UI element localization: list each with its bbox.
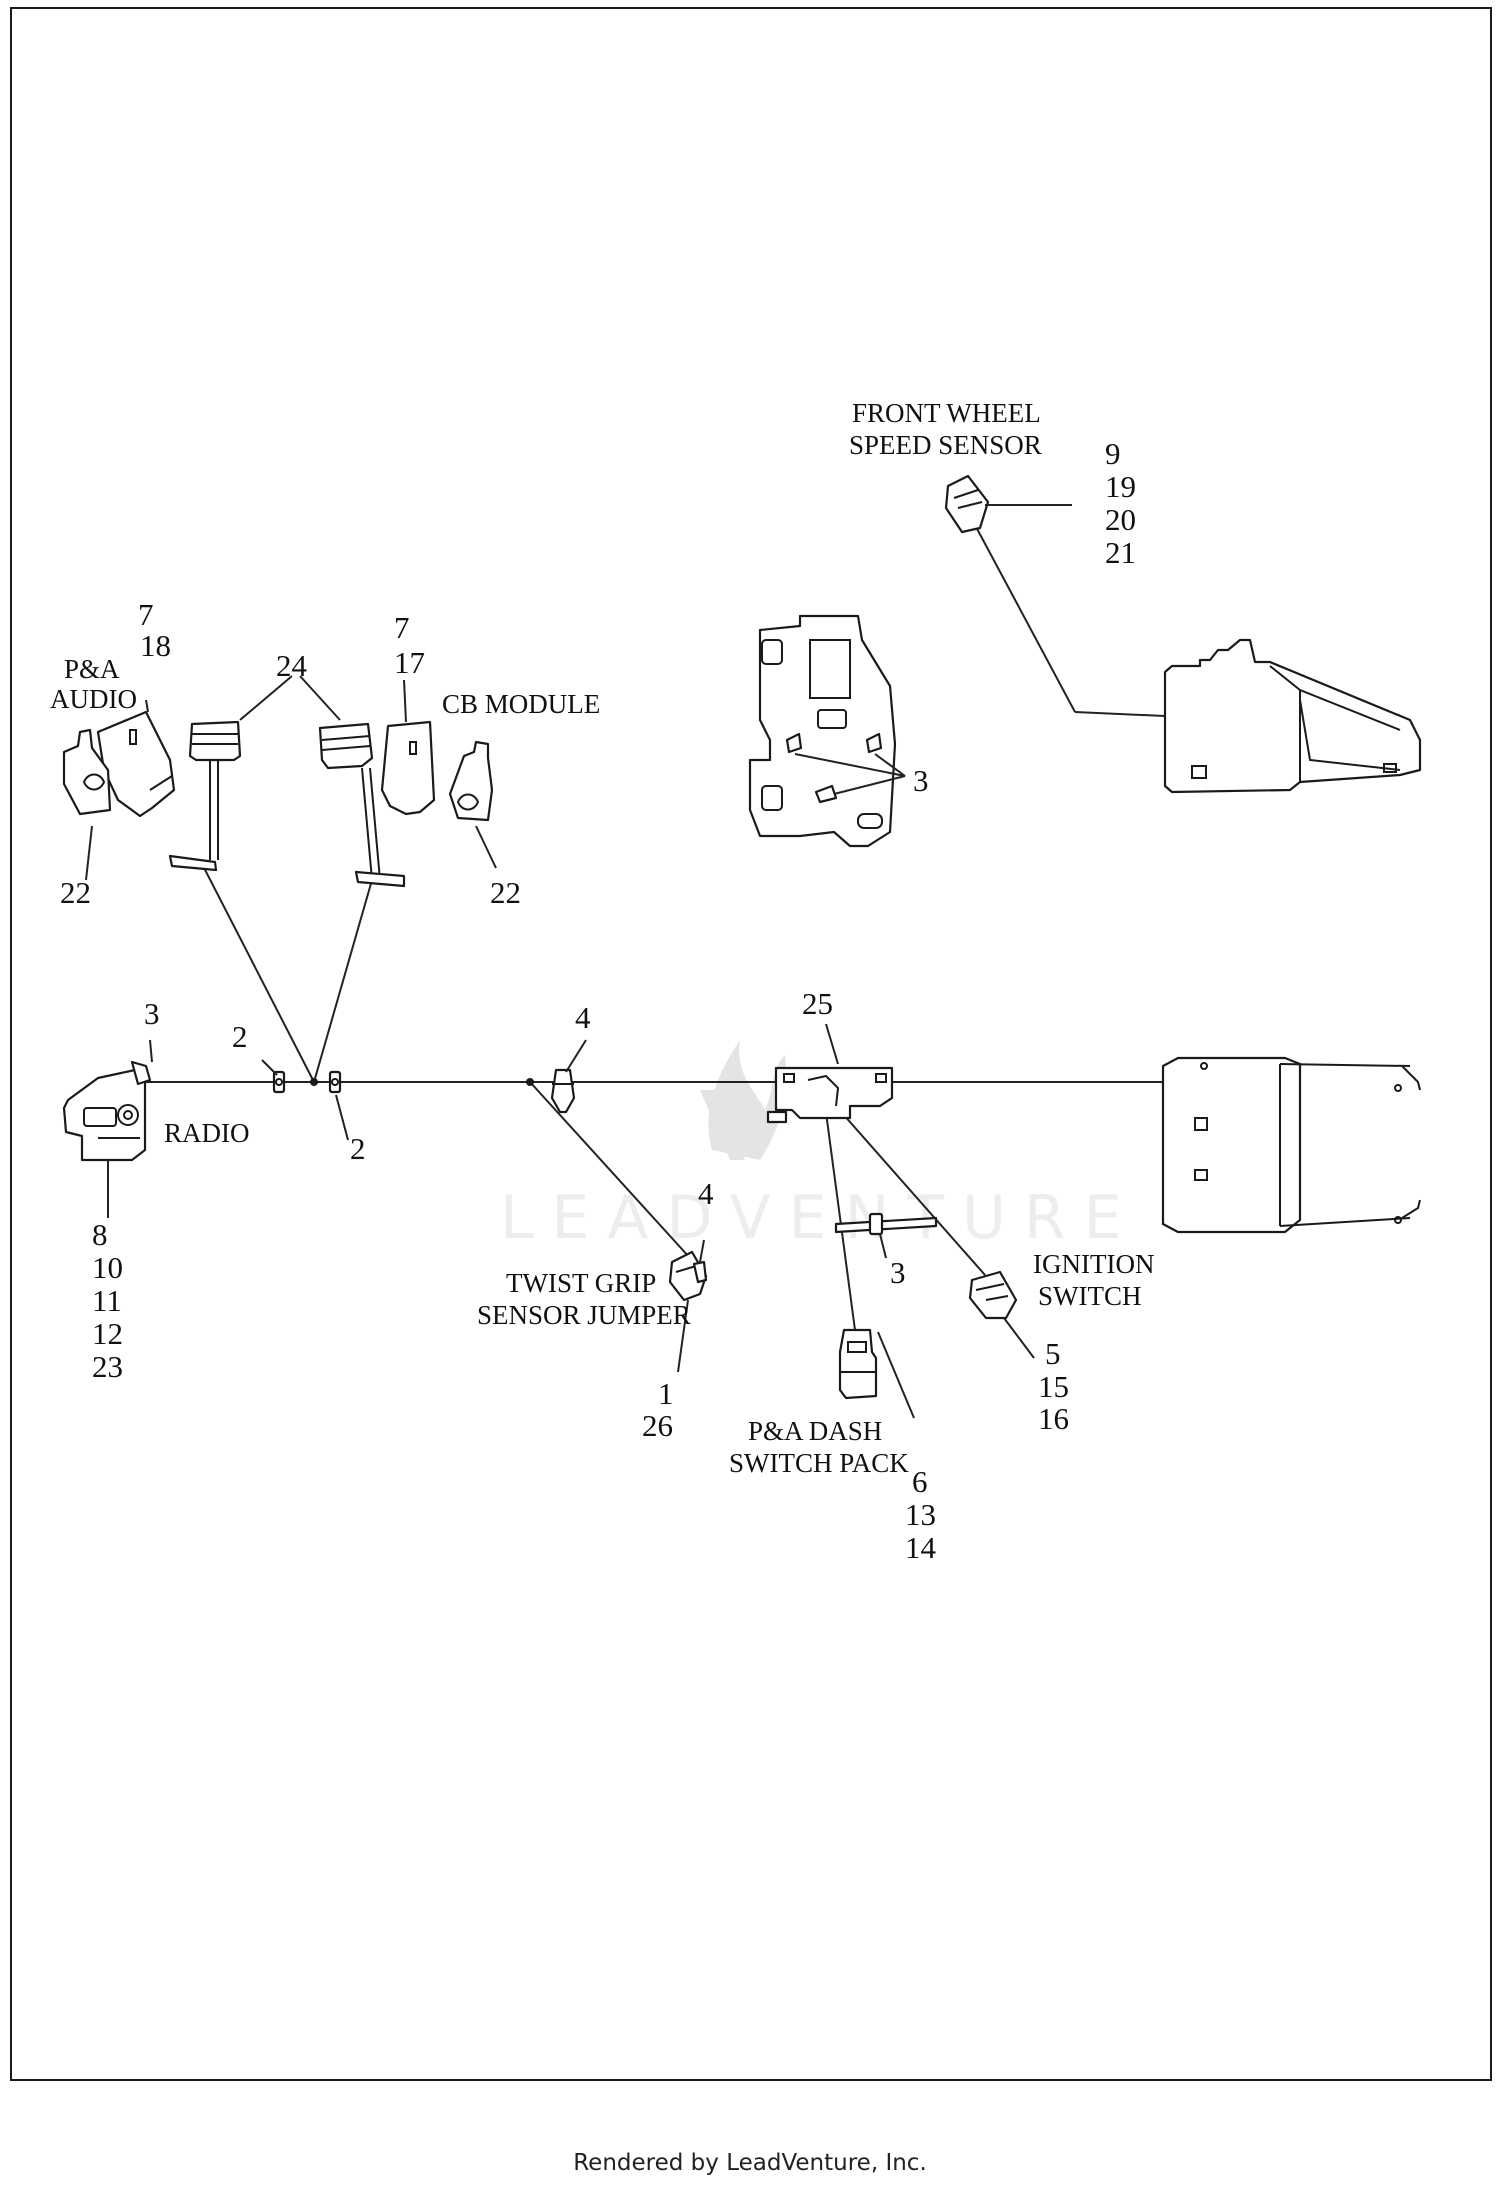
leadventure-watermark: LEADVENTURE bbox=[500, 1040, 1140, 1253]
svg-text:26: 26 bbox=[642, 1408, 673, 1443]
svg-text:P&A DASH: P&A DASH bbox=[748, 1416, 882, 1446]
label-front-wheel-speed-sensor: FRONT WHEEL SPEED SENSOR bbox=[849, 398, 1042, 460]
svg-text:SENSOR JUMPER: SENSOR JUMPER bbox=[477, 1300, 691, 1330]
label-dash-switch-pack: P&A DASH SWITCH PACK bbox=[729, 1416, 909, 1478]
callout-tie-right: 2 bbox=[350, 1131, 366, 1166]
svg-text:18: 18 bbox=[140, 628, 171, 663]
callout-radio-clip: 3 bbox=[144, 996, 160, 1031]
svg-text:23: 23 bbox=[92, 1349, 123, 1384]
label-twist-grip: TWIST GRIP SENSOR JUMPER bbox=[477, 1268, 691, 1330]
svg-text:6: 6 bbox=[912, 1464, 928, 1499]
radio-clip bbox=[130, 1060, 152, 1086]
svg-text:1: 1 bbox=[658, 1376, 674, 1411]
callout-tie-left: 2 bbox=[232, 1019, 248, 1054]
svg-text:TWIST GRIP: TWIST GRIP bbox=[506, 1268, 656, 1298]
diagram-frame bbox=[10, 7, 1492, 2081]
svg-text:21: 21 bbox=[1105, 535, 1136, 570]
svg-text:10: 10 bbox=[92, 1250, 123, 1285]
callout-connector-pair: 24 bbox=[276, 648, 308, 683]
push-clip-center bbox=[550, 1068, 576, 1114]
label-pa-audio: P&A AUDIO bbox=[50, 654, 137, 714]
cb-module-connector[interactable] bbox=[380, 679, 436, 816]
upper-bracket bbox=[748, 614, 906, 848]
label-radio: RADIO bbox=[164, 1118, 250, 1148]
twist-grip-clip bbox=[692, 1239, 708, 1284]
label-cb-module: CB MODULE bbox=[442, 689, 600, 719]
fairing-upper bbox=[1163, 638, 1422, 794]
callout-pa-audio-top: 7 18 bbox=[138, 597, 171, 663]
radio-connector[interactable] bbox=[62, 1068, 147, 1162]
svg-text:8: 8 bbox=[92, 1217, 108, 1252]
svg-text:P&A: P&A bbox=[64, 654, 120, 684]
svg-text:16: 16 bbox=[1038, 1401, 1069, 1436]
fairing-lower bbox=[1161, 1056, 1421, 1234]
dash-switch-pack-connector[interactable] bbox=[838, 1328, 878, 1400]
svg-text:SPEED SENSOR: SPEED SENSOR bbox=[849, 430, 1042, 460]
svg-text:13: 13 bbox=[905, 1497, 936, 1532]
leader-lines bbox=[107, 504, 1072, 1419]
cable-tie-lower bbox=[834, 1212, 938, 1236]
callout-clip-bracket: 3 bbox=[913, 763, 929, 798]
svg-text:SWITCH PACK: SWITCH PACK bbox=[729, 1448, 909, 1478]
svg-text:7: 7 bbox=[394, 610, 410, 645]
callout-twist-grip-clip: 4 bbox=[698, 1176, 714, 1211]
callout-speed-sensor: 9 19 20 21 bbox=[1105, 436, 1136, 570]
svg-text:14: 14 bbox=[905, 1530, 937, 1565]
pa-audio-cap bbox=[62, 728, 112, 881]
callout-cb-cap: 22 bbox=[490, 875, 521, 910]
svg-text:15: 15 bbox=[1038, 1369, 1069, 1404]
footer-credit: Rendered by LeadVenture, Inc. bbox=[573, 2150, 927, 2176]
main-harness bbox=[140, 524, 1166, 1331]
callout-bracket-center: 25 bbox=[802, 986, 833, 1021]
svg-text:FRONT WHEEL: FRONT WHEEL bbox=[852, 398, 1041, 428]
leader-24-right bbox=[299, 675, 341, 721]
cb-module-cap bbox=[448, 740, 497, 869]
svg-text:11: 11 bbox=[92, 1283, 122, 1318]
ignition-switch-connector[interactable] bbox=[968, 1270, 1018, 1320]
callout-clip-center: 4 bbox=[575, 1000, 591, 1035]
harness-bracket[interactable] bbox=[766, 1066, 894, 1124]
svg-text:IGNITION: IGNITION bbox=[1033, 1249, 1154, 1279]
connector-right[interactable] bbox=[318, 722, 406, 888]
svg-text:20: 20 bbox=[1105, 502, 1136, 537]
callout-cb-module-top: 7 17 bbox=[394, 610, 425, 680]
cable-tie-left bbox=[272, 1070, 286, 1094]
svg-text:SWITCH: SWITCH bbox=[1038, 1281, 1142, 1311]
callout-twist-grip-parts: 1 26 bbox=[642, 1376, 674, 1443]
callout-dash-switch-parts: 6 13 14 bbox=[905, 1464, 937, 1565]
callout-pa-audio-cap: 22 bbox=[60, 875, 91, 910]
callout-tie-lower: 3 bbox=[890, 1255, 906, 1290]
svg-text:9: 9 bbox=[1105, 436, 1121, 471]
callout-radio-parts: 8 10 11 12 23 bbox=[92, 1217, 123, 1384]
svg-text:12: 12 bbox=[92, 1316, 123, 1351]
watermark-text: LEADVENTURE bbox=[500, 1183, 1140, 1253]
svg-text:17: 17 bbox=[394, 645, 425, 680]
connector-left[interactable] bbox=[168, 720, 242, 872]
svg-text:7: 7 bbox=[138, 597, 154, 632]
label-ignition-switch: IGNITION SWITCH bbox=[1033, 1249, 1154, 1311]
svg-text:AUDIO: AUDIO bbox=[50, 684, 137, 714]
callout-ignition-parts: 5 15 16 bbox=[1038, 1336, 1069, 1436]
svg-text:19: 19 bbox=[1105, 469, 1136, 504]
leader-24-left bbox=[239, 675, 293, 721]
cable-tie-right bbox=[328, 1070, 342, 1094]
svg-text:5: 5 bbox=[1045, 1336, 1061, 1371]
